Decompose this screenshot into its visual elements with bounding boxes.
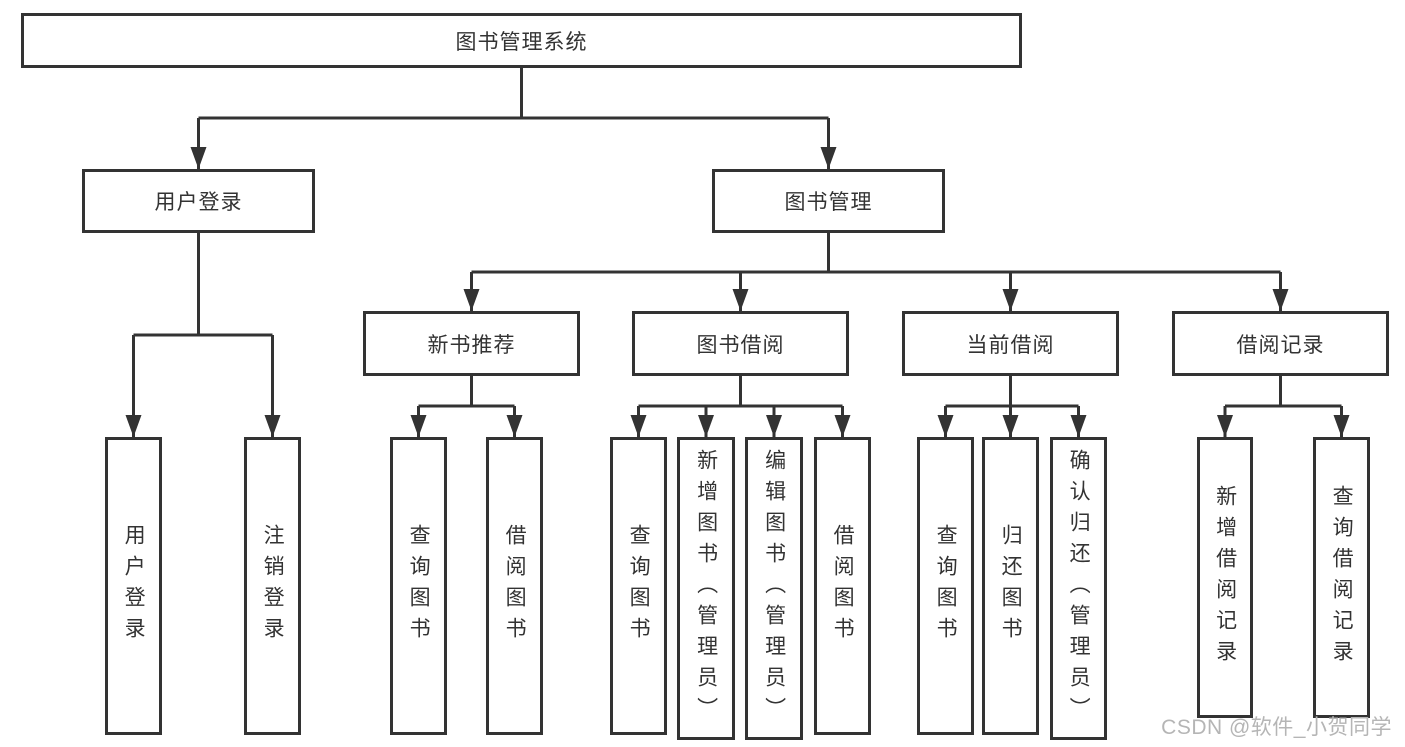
node-user-login: 用户登录 bbox=[82, 169, 315, 233]
leaf-logout: 注销登录 bbox=[244, 437, 301, 735]
leaf-query-books-recommend-label: 查询图书 bbox=[407, 524, 431, 648]
leaf-borrow-books-recommend: 借阅图书 bbox=[486, 437, 543, 735]
leaf-edit-books-admin: 编辑图书（管理员） bbox=[745, 437, 803, 740]
leaf-borrow-books-borrowing-label: 借阅图书 bbox=[831, 524, 855, 648]
leaf-query-books-current: 查询图书 bbox=[917, 437, 974, 735]
leaf-user-login: 用户登录 bbox=[105, 437, 162, 735]
leaf-borrow-books-borrowing: 借阅图书 bbox=[814, 437, 871, 735]
leaf-return-books-label: 归还图书 bbox=[999, 524, 1023, 648]
node-book-borrowing: 图书借阅 bbox=[632, 311, 849, 376]
leaf-add-books-admin-label: 新增图书（管理员） bbox=[694, 449, 718, 728]
leaf-query-borrow-record-label: 查询借阅记录 bbox=[1330, 484, 1354, 671]
leaf-confirm-return-admin-label: 确认归还（管理员） bbox=[1067, 449, 1091, 728]
leaf-query-books-borrowing-label: 查询图书 bbox=[627, 524, 651, 648]
leaf-add-books-admin: 新增图书（管理员） bbox=[677, 437, 735, 740]
leaf-borrow-books-recommend-label: 借阅图书 bbox=[503, 524, 527, 648]
leaf-return-books: 归还图书 bbox=[982, 437, 1039, 735]
node-library-management-system: 图书管理系统 bbox=[21, 13, 1022, 68]
watermark: CSDN @软件_小贺同学 bbox=[1161, 716, 1392, 739]
leaf-query-books-borrowing: 查询图书 bbox=[610, 437, 667, 735]
leaf-query-books-current-label: 查询图书 bbox=[934, 524, 958, 648]
leaf-edit-books-admin-label: 编辑图书（管理员） bbox=[762, 449, 786, 728]
leaf-confirm-return-admin: 确认归还（管理员） bbox=[1050, 437, 1107, 740]
leaf-add-borrow-record: 新增借阅记录 bbox=[1197, 437, 1253, 718]
node-current-borrowing: 当前借阅 bbox=[902, 311, 1119, 376]
leaf-logout-label: 注销登录 bbox=[261, 524, 285, 648]
leaf-add-borrow-record-label: 新增借阅记录 bbox=[1213, 484, 1237, 671]
leaf-query-books-recommend: 查询图书 bbox=[390, 437, 447, 735]
node-book-management: 图书管理 bbox=[712, 169, 945, 233]
leaf-query-borrow-record: 查询借阅记录 bbox=[1313, 437, 1370, 718]
node-new-book-recommendation: 新书推荐 bbox=[363, 311, 580, 376]
node-borrowing-records: 借阅记录 bbox=[1172, 311, 1389, 376]
leaf-user-login-label: 用户登录 bbox=[122, 524, 146, 648]
